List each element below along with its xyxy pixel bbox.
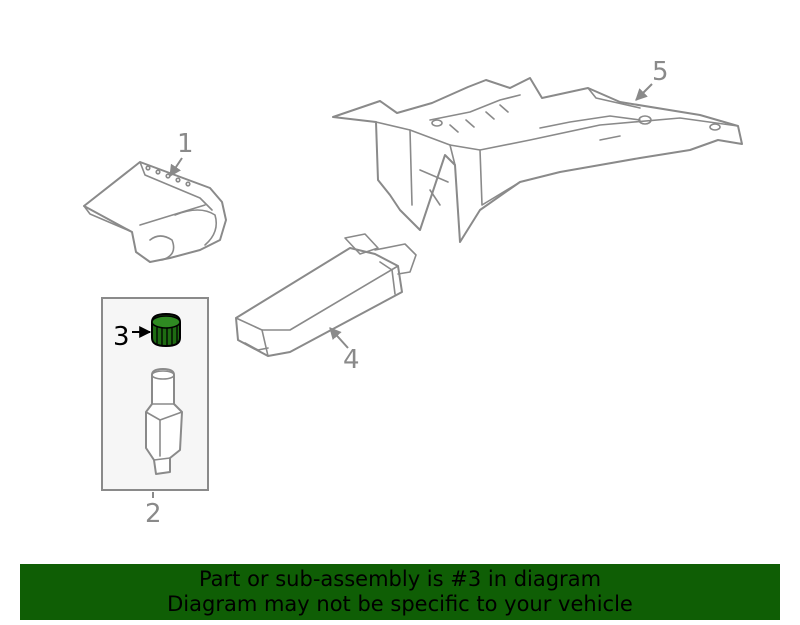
banner-line-1: Part or sub-assembly is #3 in diagram (198, 567, 602, 591)
info-banner: Part or sub-assembly is #3 in diagram Di… (20, 564, 780, 620)
parts-diagram: 1 2 3 4 5 (83, 57, 743, 529)
banner-line-2: Diagram may not be specific to your vehi… (167, 592, 633, 616)
callout-1: 1 (177, 129, 194, 159)
part-1-module[interactable] (83, 161, 227, 263)
leader-1 (169, 157, 183, 177)
part-5-bracket[interactable] (332, 77, 743, 243)
leader-4 (329, 327, 349, 349)
valve-stem (145, 368, 183, 475)
callout-2: 2 (145, 499, 162, 529)
part-3-valve-cap[interactable] (151, 312, 181, 348)
callout-3: 3 (113, 322, 130, 352)
callout-5: 5 (652, 57, 669, 87)
part-4-sensor[interactable] (235, 233, 417, 357)
leader-5 (635, 83, 653, 101)
callout-4: 4 (343, 345, 360, 375)
